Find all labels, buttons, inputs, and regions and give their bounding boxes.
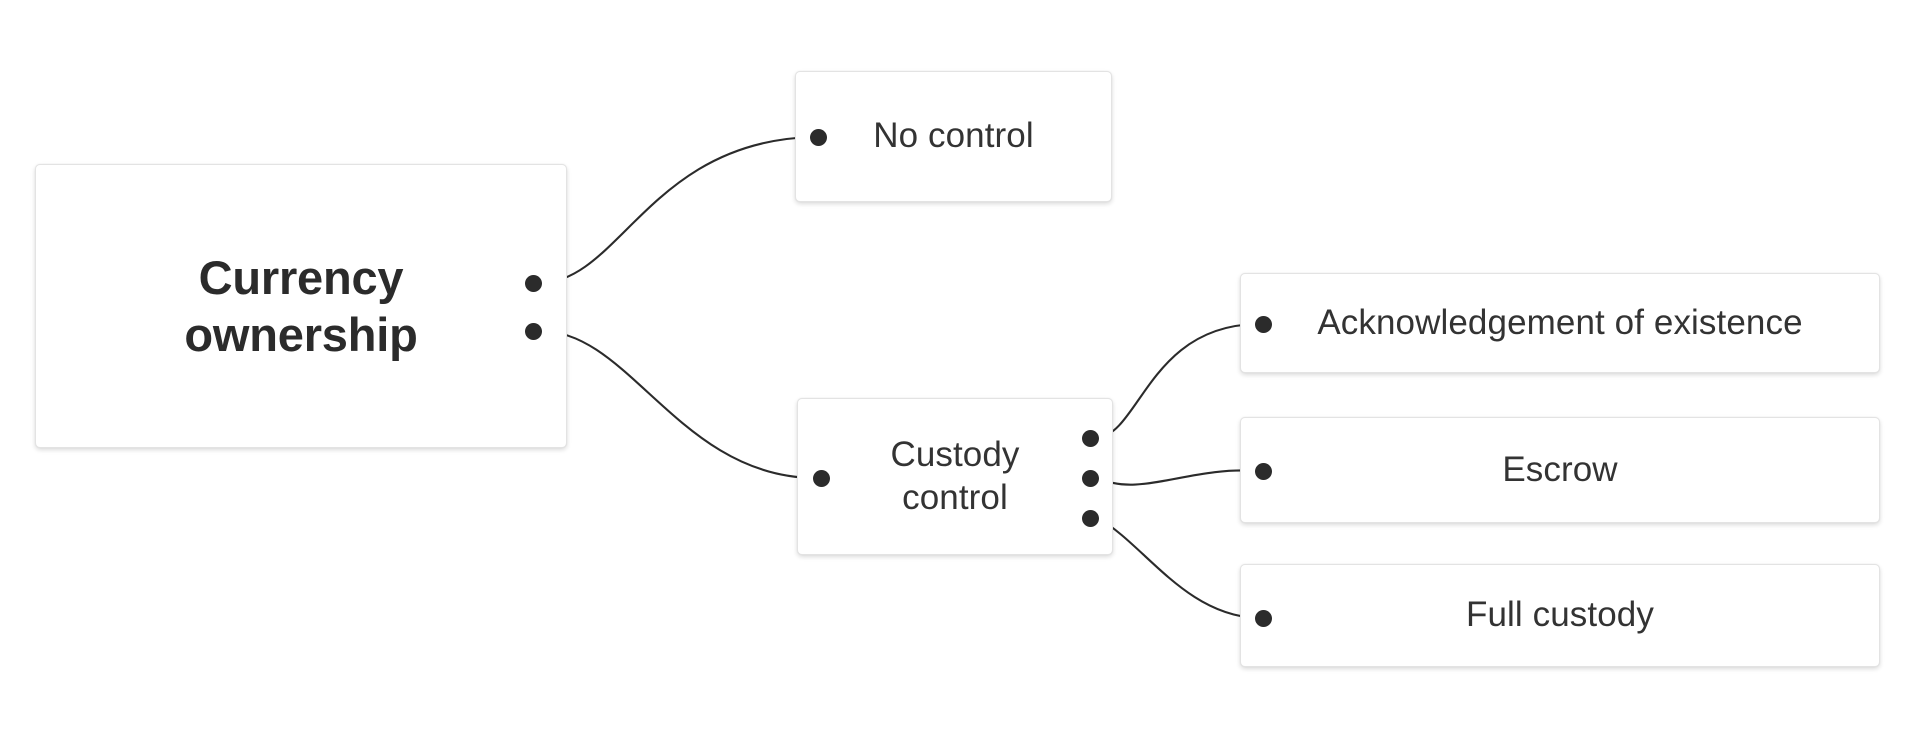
edge-root-to-no-control <box>539 135 814 285</box>
node-label-acknowledgement-of-existence: Acknowledgement of existence <box>1317 302 1803 342</box>
node-acknowledgement-of-existence[interactable]: Acknowledgement of existence <box>1240 273 1880 373</box>
node-label-custody-control: Custody control <box>890 434 1020 517</box>
port-root-output-top[interactable] <box>524 274 542 292</box>
port-custody-control-output-2[interactable] <box>1081 469 1099 487</box>
port-root-output-bottom[interactable] <box>524 322 542 340</box>
node-escrow[interactable]: Escrow <box>1240 417 1880 523</box>
node-custody-control[interactable]: Custody control <box>797 398 1113 555</box>
node-currency-ownership[interactable]: Currency ownership <box>35 164 567 448</box>
node-no-control[interactable]: No control <box>795 71 1112 202</box>
edge-custody-control-to-escrow <box>1096 469 1259 486</box>
port-custody-control-output-3[interactable] <box>1081 509 1099 527</box>
node-label-currency-ownership: Currency ownership <box>184 250 418 361</box>
port-full-custody-input[interactable] <box>1254 609 1272 627</box>
node-full-custody[interactable]: Full custody <box>1240 564 1880 667</box>
node-label-full-custody: Full custody <box>1466 595 1654 635</box>
port-custody-control-input[interactable] <box>812 469 830 487</box>
port-acknowledgement-input[interactable] <box>1254 315 1272 333</box>
edge-root-to-custody-control <box>539 329 817 480</box>
port-no-control-input[interactable] <box>809 128 827 146</box>
port-escrow-input[interactable] <box>1254 462 1272 480</box>
edge-custody-control-to-full-custody <box>1096 516 1259 620</box>
node-label-no-control: No control <box>873 116 1034 156</box>
edge-custody-control-to-acknowledgement <box>1096 322 1259 440</box>
port-custody-control-output-1[interactable] <box>1081 429 1099 447</box>
node-label-escrow: Escrow <box>1502 449 1618 489</box>
